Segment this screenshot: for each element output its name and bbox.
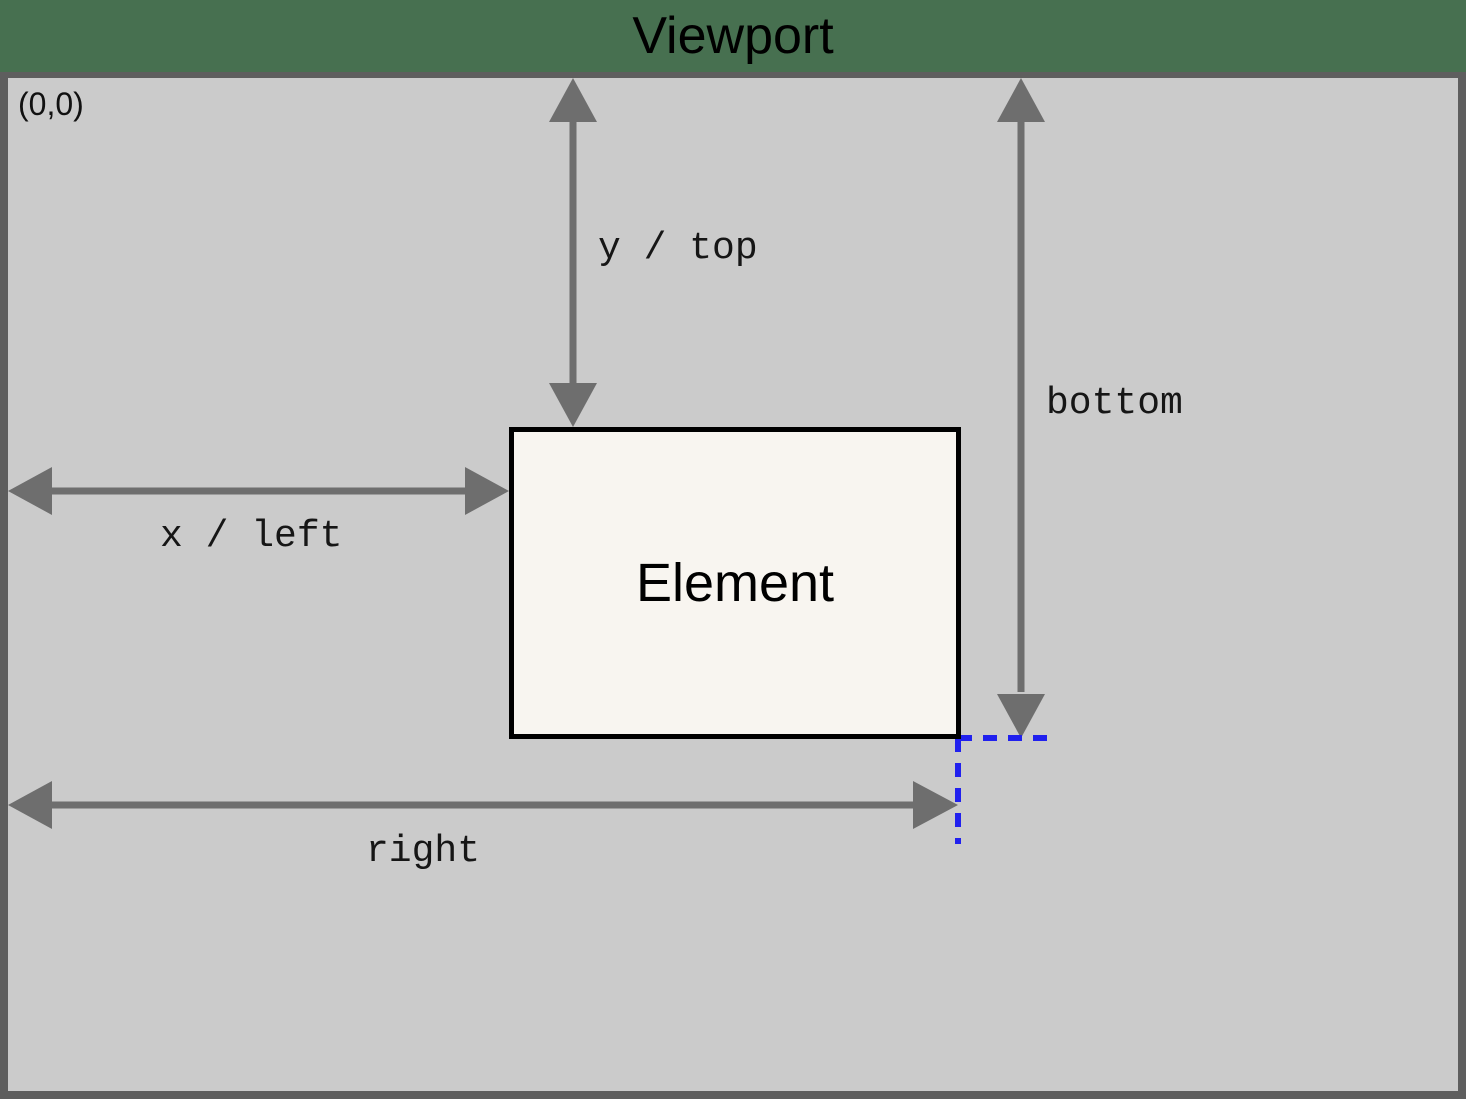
element-box-label: Element [635,553,835,613]
origin-coordinate-label: (0,0) [18,86,84,122]
page-title: Viewport [632,7,834,65]
element-box: Element [509,427,961,739]
viewport-title-bar: Viewport [0,0,1466,72]
label-bottom: bottom [1046,382,1183,425]
label-x-left: x / left [160,515,343,558]
label-right: right [366,830,481,873]
label-y-top: y / top [598,227,758,270]
